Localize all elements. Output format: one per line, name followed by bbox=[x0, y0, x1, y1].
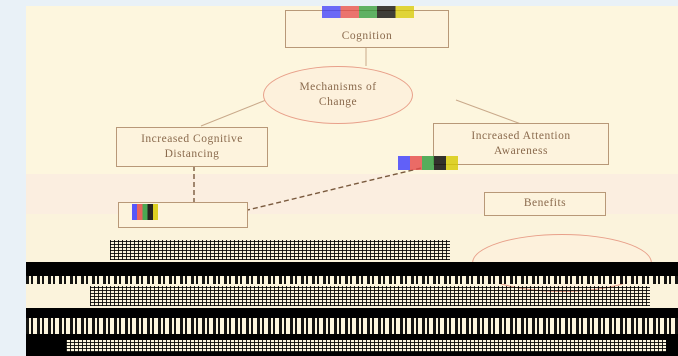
artifact-left bbox=[132, 204, 158, 220]
connector-layer bbox=[193, 48, 522, 215]
connector-center-right bbox=[455, 99, 522, 125]
node-attention-awareness-label: Increased Attention Awareness bbox=[471, 130, 571, 157]
artifact-dither-b bbox=[90, 286, 650, 306]
artifact-dither-c bbox=[66, 340, 666, 352]
node-cognitive-distancing-label: Increased Cognitive Distancing bbox=[141, 133, 243, 160]
node-increased-attention-awareness: Increased Attention Awareness bbox=[433, 123, 609, 165]
artifact-top bbox=[322, 6, 414, 18]
artifact-mid bbox=[398, 156, 458, 170]
connector-right-diagonal bbox=[230, 167, 422, 215]
artifact-bar-1 bbox=[26, 262, 678, 276]
connector-center-left bbox=[200, 95, 277, 127]
artifact-bar-3 bbox=[26, 308, 678, 318]
node-benefits-label: Benefits bbox=[523, 197, 567, 209]
artifact-bar-4 bbox=[26, 318, 678, 334]
node-benefits: Benefits bbox=[484, 192, 606, 216]
node-increased-cognitive-distancing: Increased Cognitive Distancing bbox=[116, 127, 268, 167]
diagram-canvas: Cognition Mechanisms of Change Increased… bbox=[26, 6, 678, 356]
artifact-bar-2 bbox=[26, 276, 678, 284]
node-mechanisms-label: Mechanisms of Change bbox=[299, 81, 377, 108]
node-mechanisms-of-change: Mechanisms of Change bbox=[263, 66, 413, 124]
artifact-dither-a bbox=[110, 240, 450, 260]
node-cognition-label: Cognition bbox=[341, 29, 393, 42]
